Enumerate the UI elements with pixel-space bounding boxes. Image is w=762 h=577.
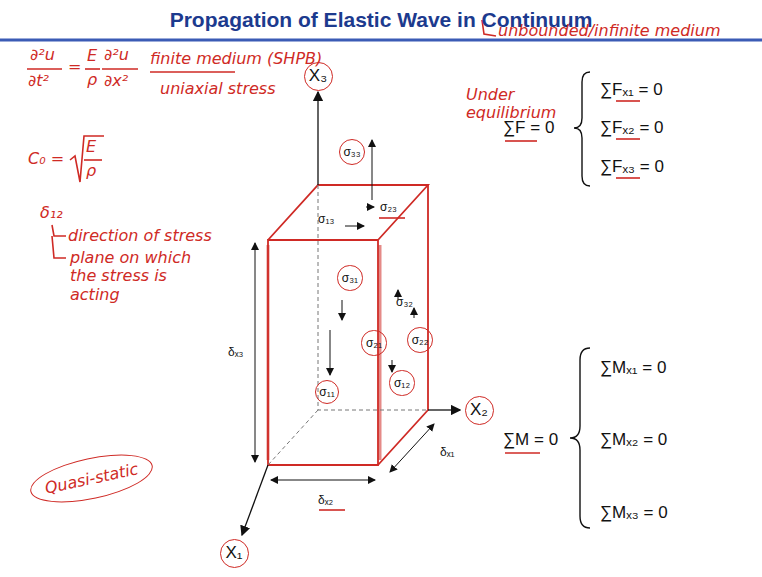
handwritten-note: finite medium (SHPB) <box>150 50 322 68</box>
circled-note: Quasi-static <box>27 445 158 511</box>
node-text: σ₁₂ <box>394 376 410 390</box>
handwritten-note: direction of stress <box>68 227 228 245</box>
axis-label: X₂ <box>465 396 494 425</box>
node-text: Quasi-static <box>44 459 141 497</box>
wave-speed: E <box>86 138 96 156</box>
stress-label: σ₂₁ <box>361 330 386 355</box>
handwritten-note: plane on which the stress is acting <box>70 249 220 304</box>
node-text: X₃ <box>309 66 327 86</box>
node-text: σ₃₁ <box>342 271 358 285</box>
moment-sum: ∑M = 0 <box>503 430 558 450</box>
equation-term: ∂²u <box>104 46 129 64</box>
node-text: σ₁₁ <box>319 385 335 399</box>
stress-label: σ₂₃ <box>380 201 397 215</box>
stress-label: σ₃₃ <box>339 139 365 165</box>
node-text: X₂ <box>470 400 488 420</box>
stress-index: δ₁₂ <box>40 204 63 222</box>
force-sum: ∑Fₓ₂ = 0 <box>600 118 664 138</box>
wave-speed: C₀ = <box>28 150 64 168</box>
equation-term: ∂t² <box>28 72 49 90</box>
moment-sum: ∑Mₓ₂ = 0 <box>600 430 667 450</box>
handwritten-note: uniaxial stress <box>160 80 275 98</box>
equation-term: ∂²u <box>30 46 55 64</box>
equation-term: E <box>87 47 97 65</box>
dimension-label: δₓ₁ <box>440 446 455 460</box>
node-text: σ₂₂ <box>412 333 429 347</box>
equation-term: = <box>68 58 81 76</box>
node-text: X₁ <box>225 543 242 563</box>
stress-label: σ₁₂ <box>389 370 414 395</box>
node-text: σ₃₃ <box>343 145 360 159</box>
dimension-label: δₓ₃ <box>228 346 244 360</box>
stress-label: σ₃₂ <box>396 296 413 310</box>
force-sum: ∑Fₓ₁ = 0 <box>600 80 663 100</box>
axis-label: X₁ <box>220 539 249 568</box>
equation-term: ρ <box>87 71 97 89</box>
node-text: σ₂₁ <box>366 336 382 350</box>
axis-label: X₃ <box>304 62 333 91</box>
moment-sum: ∑Mₓ₁ = 0 <box>600 358 666 378</box>
force-sum: ∑F = 0 <box>503 118 554 138</box>
moment-sum: ∑Mₓ₃ = 0 <box>600 503 668 523</box>
stress-label: σ₁₃ <box>318 213 334 227</box>
wave-speed: ρ <box>86 162 96 180</box>
handwritten-note: unbounded/infinite medium <box>498 22 756 40</box>
stress-label: σ₁₁ <box>315 380 340 405</box>
stress-label: σ₃₁ <box>337 265 362 290</box>
equation-term: ∂x² <box>104 72 128 90</box>
force-sum: ∑Fₓ₃ = 0 <box>600 157 664 177</box>
stress-label: σ₂₂ <box>407 327 433 353</box>
handwritten-note: Under equilibrium <box>466 86 566 123</box>
dimension-label: δₓ₂ <box>318 494 333 508</box>
